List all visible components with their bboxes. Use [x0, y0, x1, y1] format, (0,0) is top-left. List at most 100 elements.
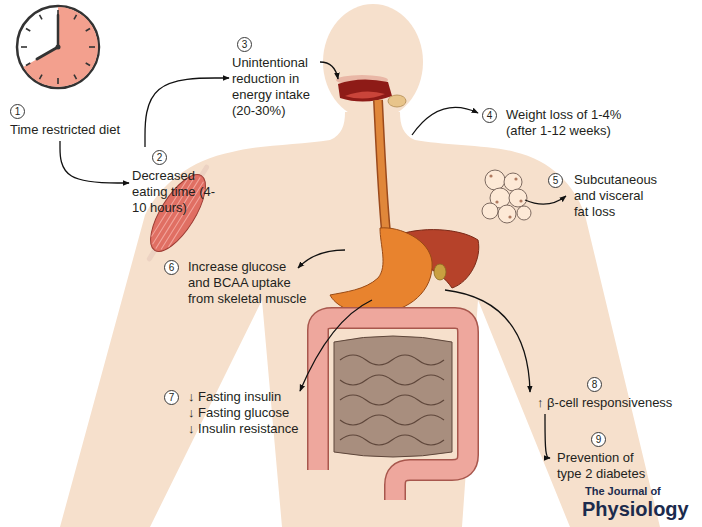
fat-cell: [482, 203, 498, 219]
step-callout: 8 ↑ β-cell responsiveness: [537, 377, 672, 411]
coil: [340, 355, 444, 365]
coil: [340, 375, 444, 385]
tongue: [345, 91, 385, 98]
journal-name: Physiology: [582, 499, 689, 519]
callout-text: ↓ Fasting glucose: [188, 405, 299, 421]
fat-cell: [504, 173, 522, 191]
callout-text: ↑ β-cell responsiveness: [537, 395, 672, 411]
fat-cell: [509, 189, 527, 207]
esophagus: [378, 100, 386, 232]
callout-text: ↓ Insulin resistance: [188, 421, 299, 437]
clock-tick: [86, 63, 90, 66]
clock-icon: [17, 6, 99, 88]
callout-text: Time restricted diet: [10, 122, 120, 138]
salivary-gland: [388, 95, 406, 107]
clock-tick: [74, 15, 77, 19]
callout-text: Weight loss of 1-4% (after 1-12 weeks): [506, 107, 641, 139]
fat-cells: [482, 170, 531, 223]
callout-number: 7: [164, 390, 179, 405]
step-callout: 1Time restricted diet: [10, 104, 120, 138]
fibre: [152, 179, 188, 237]
callout-text: ↓ Fasting insulin: [188, 389, 299, 405]
callout-number: 6: [164, 260, 179, 275]
intestine-coils: [340, 355, 444, 445]
flow-arrow: [545, 414, 550, 458]
minute-hand: [57, 15, 60, 47]
stomach: [330, 228, 432, 314]
large-intestine-outline: [318, 318, 468, 500]
clock-wedge: [23, 7, 98, 87]
step-callout: 4 Weight loss of 1-4% (after 1-12 weeks): [482, 107, 641, 139]
small-intestine: [334, 336, 452, 457]
fibre: [161, 182, 203, 250]
clock-tick: [86, 29, 90, 32]
body-silhouette: [60, 4, 660, 527]
callout-number: 4: [482, 108, 497, 123]
torso-and-arms: [60, 112, 660, 527]
fibre: [156, 177, 201, 248]
clock-tick: [74, 75, 77, 79]
muscle-belly: [140, 167, 215, 260]
fat-cell: [485, 170, 505, 190]
fat-cell-nuclei: [489, 174, 522, 218]
nucleus: [495, 200, 498, 203]
nucleus: [519, 199, 522, 202]
clock-tick: [40, 75, 43, 79]
callout-number: 8: [587, 377, 602, 392]
clock-ticks: [21, 10, 95, 84]
leader-arrows: [298, 62, 566, 392]
step-callout: 9Prevention of type 2 diabetes: [553, 432, 657, 482]
hour-hand: [37, 47, 58, 59]
callout-number: 3: [237, 37, 252, 52]
leader-arrow: [320, 62, 338, 79]
callout-number: 9: [591, 432, 606, 447]
callout-text: Subcutaneous and visceral fat loss: [574, 172, 660, 220]
fat-cell: [498, 205, 516, 223]
coil: [340, 435, 444, 445]
clock-tick: [21, 46, 27, 48]
flow-arrow: [60, 141, 129, 183]
clock-face: [17, 6, 99, 88]
step-callout: 2Decreased eating time (4-10 hours): [132, 150, 216, 216]
clock-tick: [26, 63, 30, 66]
callout-number: 2: [152, 150, 167, 165]
step-callout: 6 Increase glucose and BCAA uptake from s…: [164, 259, 310, 307]
callout-number: 1: [10, 104, 25, 119]
fibre: [168, 189, 204, 247]
leader-arrow: [412, 107, 478, 135]
leader-arrow: [300, 300, 372, 391]
fibre: [153, 176, 195, 244]
clock-pin: [56, 45, 61, 50]
nucleus: [508, 215, 511, 218]
callout-number: 5: [548, 173, 563, 188]
clock-tick: [40, 15, 43, 19]
clock-tick: [89, 46, 95, 48]
mouth: [338, 79, 392, 101]
esophagus-outline: [378, 100, 386, 232]
callout-text: Prevention of type 2 diabetes: [557, 450, 657, 482]
gallbladder: [434, 264, 446, 280]
large-intestine: [318, 318, 468, 500]
clock-tick: [26, 29, 30, 32]
clock-tick: [57, 78, 59, 84]
callout-text: Unintentional reduction in energy intake…: [232, 55, 328, 119]
callout-text: Increase glucose and BCAA uptake from sk…: [188, 259, 310, 307]
leader-arrow: [525, 196, 566, 204]
nucleus: [489, 174, 492, 177]
muscle-fibres: [147, 172, 208, 254]
step-callout: 3Unintentional reduction in energy intak…: [232, 37, 328, 119]
oral-cavity: [336, 75, 406, 107]
fat-cell: [517, 206, 531, 220]
leader-arrow: [445, 290, 530, 392]
leader-arrow: [298, 250, 345, 268]
head: [323, 4, 423, 120]
skeletal-muscle: [135, 158, 221, 268]
journal-name-small: The Journal of: [585, 486, 661, 497]
callout-text: Decreased eating time (4-10 hours): [132, 168, 216, 216]
flow-arrow: [145, 78, 229, 147]
coil: [340, 415, 444, 425]
step-callout: 5 Subcutaneous and visceral fat loss: [548, 172, 660, 220]
